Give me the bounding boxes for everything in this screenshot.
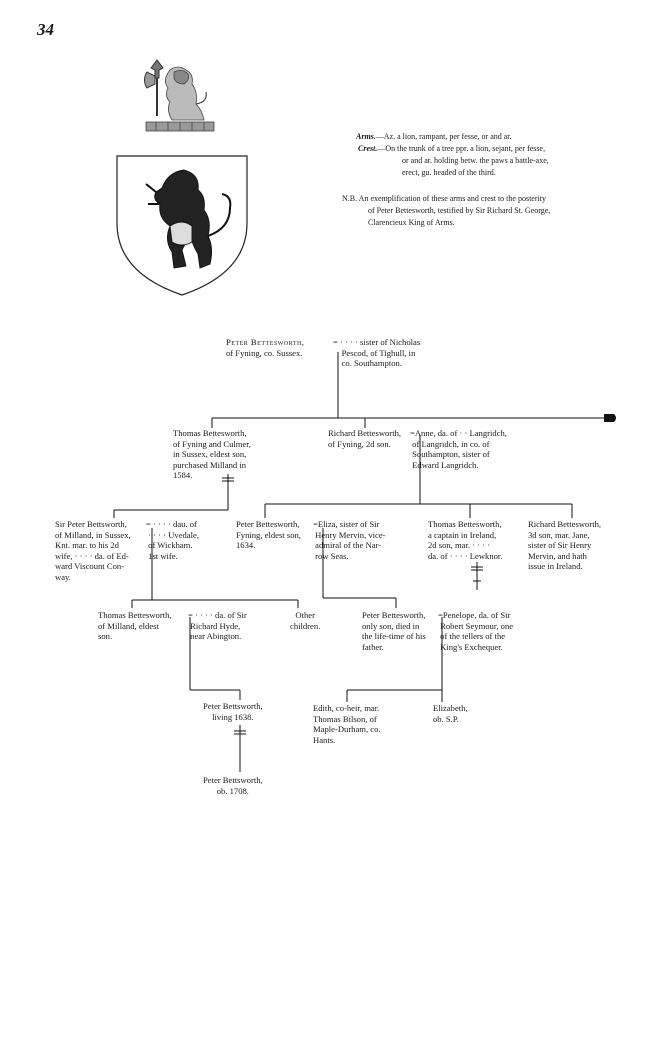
person-peter-2: Peter Bettesworth, Fyning, eldest son, 1… xyxy=(236,519,301,551)
nb-line-1: N.B. An exemplification of these arms an… xyxy=(342,194,546,203)
spouse-uvedale: = · · · · dau. of · · · · Uvedale, of Wi… xyxy=(146,519,199,561)
person-thomas-1: Thomas Bettesworth, of Fyning and Culmer… xyxy=(173,428,251,481)
arms-blazon: Arms.—Az. a lion, rampant, per fesse, or… xyxy=(356,131,512,143)
person-edith: Edith, co-heir, mar. Thomas Bilson, of M… xyxy=(313,703,381,745)
person-elizabeth: Elizabeth, ob. S.P. xyxy=(433,703,468,724)
spouse-anne: =Anne, da. of · · Langridch, of Langridc… xyxy=(410,428,507,470)
person-richard-2: Richard Bettesworth, 3d son, mar. Jane, … xyxy=(528,519,602,572)
peter-root-line2: of Fyning, co. Sussex. xyxy=(226,347,303,358)
spouse-penelope: =Penelope, da. of Sir Robert Seymour, on… xyxy=(438,610,514,652)
person-peter-4: Peter Bettsworth, living 1638. xyxy=(203,701,263,722)
crest-line-2: or and ar. holding betw. the paws a batt… xyxy=(402,156,549,165)
root-wife: = · · · · sister of Nicholas Pescod, of … xyxy=(333,337,421,369)
crest-blazon: Crest.—On the trunk of a tree ppr. a lio… xyxy=(358,143,545,155)
person-thomas-3: Thomas Bettesworth, of Milland, eldest s… xyxy=(98,610,172,642)
nb-line-3: Clarencieux King of Arms. xyxy=(368,218,455,227)
crest-lion-icon xyxy=(165,66,207,121)
coat-of-arms-illustration xyxy=(116,59,248,296)
person-peter-3: Peter Bettesworth, only son, died in the… xyxy=(362,610,426,652)
other-children: Other children. xyxy=(290,610,321,631)
arms-label: Arms. xyxy=(356,132,376,141)
crest-line-3: erect, gu. headed of the third. xyxy=(402,168,496,177)
page-number: 34 xyxy=(37,20,54,39)
person-thomas-2: Thomas Bettesworth, a captain in Ireland… xyxy=(428,519,503,561)
person-peter-5: Peter Bettsworth, ob. 1708. xyxy=(203,775,263,796)
spouse-eliza: =Eliza, sister of Sir Henry Mervin, vice… xyxy=(313,519,386,561)
person-sir-peter: Sir Peter Bettsworth, of Milland, in Sus… xyxy=(55,519,131,582)
lion-rampant-icon xyxy=(145,169,232,269)
crest-line-1: —On the trunk of a tree ppr. a lion, sej… xyxy=(377,144,546,153)
pointing-hand-icon xyxy=(604,414,616,422)
arms-text: —Az. a lion, rampant, per fesse, or and … xyxy=(375,132,512,141)
nb-line-2: of Peter Bettesworth, testified by Sir R… xyxy=(368,206,551,215)
spouse-hyde: = · · · · da. of Sir Richard Hyde, near … xyxy=(188,610,247,642)
person-peter-root: Peter Bettesworth, of Fyning, co. Sussex… xyxy=(226,337,304,358)
crest-battle-axe-icon xyxy=(144,59,164,116)
person-richard-1: Richard Bettesworth, of Fyning, 2d son. xyxy=(328,428,402,449)
peter-root-name: Peter Bettesworth, xyxy=(226,337,305,347)
crest-label: Crest. xyxy=(358,144,378,153)
